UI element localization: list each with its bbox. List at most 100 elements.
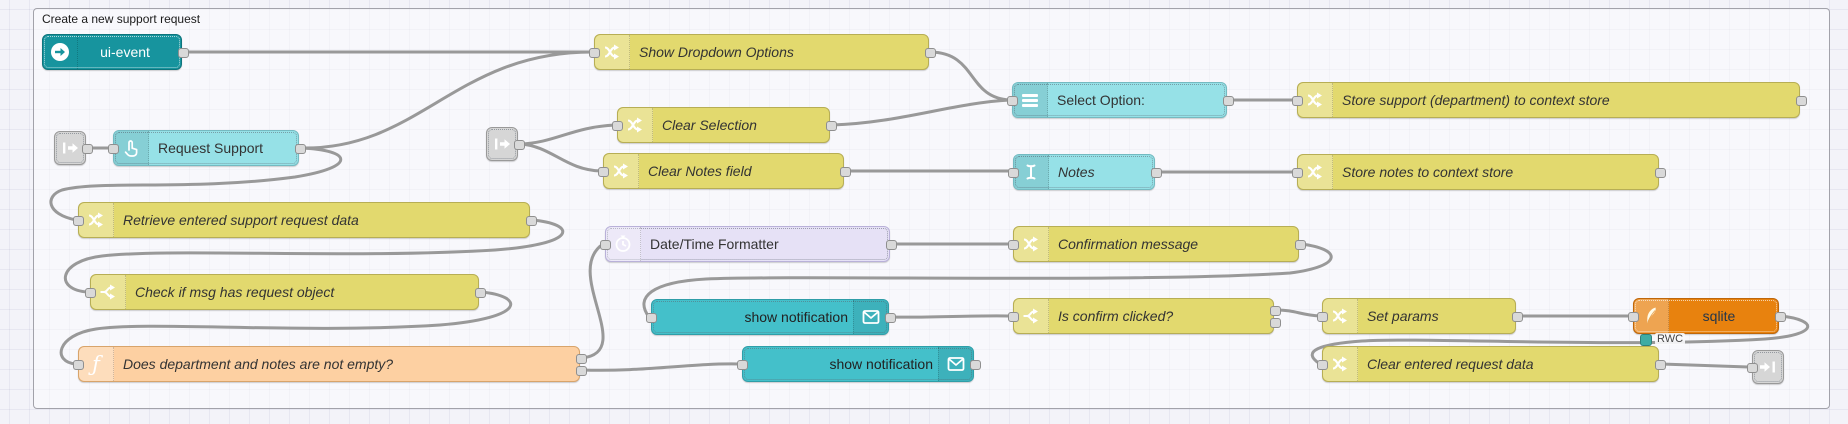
node-request-support[interactable]: Request Support [108, 130, 306, 166]
output-port[interactable] [1151, 168, 1162, 178]
envelope-icon [938, 347, 973, 381]
node-link-in-1[interactable] [54, 131, 93, 165]
fork-icon [91, 275, 126, 309]
shuffle-icon [618, 108, 653, 142]
output-port-1[interactable] [1270, 306, 1281, 316]
input-port[interactable] [589, 48, 600, 58]
wire-request-support-to-show-dropdown-options[interactable] [299, 50, 594, 150]
input-port[interactable] [1292, 168, 1303, 178]
output-port[interactable] [82, 144, 93, 154]
input-port[interactable] [1747, 363, 1758, 373]
wire-request-support-to-retrieve-request-data[interactable] [49, 146, 343, 222]
output-port[interactable] [1512, 312, 1523, 322]
clock-icon [606, 227, 641, 261]
input-port[interactable] [73, 360, 84, 370]
node-select-option[interactable]: Select Option: [1007, 82, 1234, 118]
node-set-params[interactable]: Set params [1317, 298, 1523, 334]
output-port[interactable] [1295, 240, 1306, 250]
wire-link-in-2-to-clear-notes-field[interactable] [518, 142, 603, 173]
node-ui-event[interactable]: ui-event [42, 34, 189, 70]
node-show-notification-2[interactable]: show notification [737, 346, 981, 382]
input-port[interactable] [598, 167, 609, 177]
output-port[interactable] [514, 140, 525, 150]
node-label: show notification [829, 356, 933, 372]
node-label: Store support (department) to context st… [1342, 92, 1610, 108]
node-check-request-object[interactable]: Check if msg has request object [85, 274, 486, 310]
output-port[interactable] [970, 360, 981, 370]
output-port[interactable] [178, 48, 189, 58]
node-is-confirm-clicked[interactable]: Is confirm clicked? [1008, 298, 1281, 334]
wire-clear-selection-to-select-option[interactable] [830, 98, 1012, 127]
input-port[interactable] [85, 288, 96, 298]
output-port[interactable] [1223, 96, 1234, 106]
input-port[interactable] [737, 360, 748, 370]
input-port[interactable] [1008, 168, 1019, 178]
node-label: Date/Time Formatter [650, 236, 779, 252]
wire-function-not-empty-to-show-notification-2[interactable] [580, 362, 741, 372]
wire-show-notification-1-to-is-confirm-clicked[interactable] [889, 314, 1013, 319]
output-port[interactable] [295, 144, 306, 154]
wire-sqlite-to-clear-entered-data[interactable] [1310, 314, 1810, 366]
input-port[interactable] [1292, 96, 1303, 106]
input-port[interactable] [108, 144, 119, 154]
output-port[interactable] [840, 167, 851, 177]
wire-check-request-object-to-function-not-empty[interactable] [59, 290, 512, 366]
input-port[interactable] [646, 313, 657, 323]
node-retrieve-request-data[interactable]: Retrieve entered support request data [73, 202, 537, 238]
node-show-notification-1[interactable]: show notification [646, 299, 896, 335]
output-port-1[interactable] [576, 354, 587, 364]
wire-is-confirm-clicked-to-set-params[interactable] [1274, 308, 1322, 318]
output-port[interactable] [475, 288, 486, 298]
wire-confirmation-message-to-show-notification-1[interactable] [642, 242, 1333, 319]
output-port[interactable] [925, 48, 936, 58]
node-label: show notification [744, 309, 848, 325]
wire-clear-entered-data-to-link-out-1[interactable] [1659, 362, 1750, 369]
node-sqlite[interactable]: sqlite [1628, 298, 1786, 334]
node-label: Confirmation message [1058, 236, 1199, 252]
input-port[interactable] [1317, 312, 1328, 322]
output-port[interactable] [885, 313, 896, 323]
output-port[interactable] [1775, 312, 1786, 322]
output-port-2[interactable] [576, 366, 587, 376]
node-datetime-formatter[interactable]: Date/Time Formatter [600, 226, 897, 262]
wire-function-not-empty-to-datetime-formatter[interactable] [580, 242, 605, 360]
input-port[interactable] [1317, 360, 1328, 370]
output-port[interactable] [886, 240, 897, 250]
input-port[interactable] [1008, 312, 1019, 322]
node-confirmation-message[interactable]: Confirmation message [1008, 226, 1306, 262]
input-port[interactable] [1628, 312, 1639, 322]
wire-show-dropdown-options-to-select-option[interactable] [929, 50, 1012, 102]
group-label: Create a new support request [42, 12, 201, 26]
node-label: Set params [1367, 308, 1439, 324]
node-store-support[interactable]: Store support (department) to context st… [1292, 82, 1807, 118]
shuffle-icon [1298, 83, 1333, 117]
node-label: Does department and notes are not empty? [123, 356, 394, 372]
output-port[interactable] [1655, 168, 1666, 178]
node-show-dropdown-options[interactable]: Show Dropdown Options [589, 34, 936, 70]
node-link-out-1[interactable] [1747, 350, 1784, 384]
output-port[interactable] [1655, 360, 1666, 370]
node-clear-selection[interactable]: Clear Selection [612, 107, 837, 143]
input-port[interactable] [1008, 240, 1019, 250]
node-label: Clear entered request data [1367, 356, 1534, 372]
output-port[interactable] [826, 121, 837, 131]
output-port-2[interactable] [1270, 318, 1281, 328]
node-store-notes[interactable]: Store notes to context store [1292, 154, 1666, 190]
hand-pointer-icon [114, 131, 149, 165]
node-link-in-2[interactable] [486, 127, 525, 161]
wire-link-in-2-to-clear-selection[interactable] [518, 123, 617, 146]
input-port[interactable] [73, 216, 84, 226]
node-notes[interactable]: Notes [1008, 154, 1162, 190]
fork-icon [1014, 299, 1049, 333]
output-port[interactable] [526, 216, 537, 226]
wire-retrieve-request-data-to-check-request-object[interactable] [63, 218, 565, 294]
node-clear-entered-data[interactable]: Clear entered request data [1317, 346, 1666, 382]
input-port[interactable] [1007, 96, 1018, 106]
node-clear-notes-field[interactable]: Clear Notes field [598, 153, 851, 189]
input-port[interactable] [612, 121, 623, 131]
output-port[interactable] [1796, 96, 1807, 106]
input-port[interactable] [600, 240, 611, 250]
link-in-icon [487, 128, 517, 160]
